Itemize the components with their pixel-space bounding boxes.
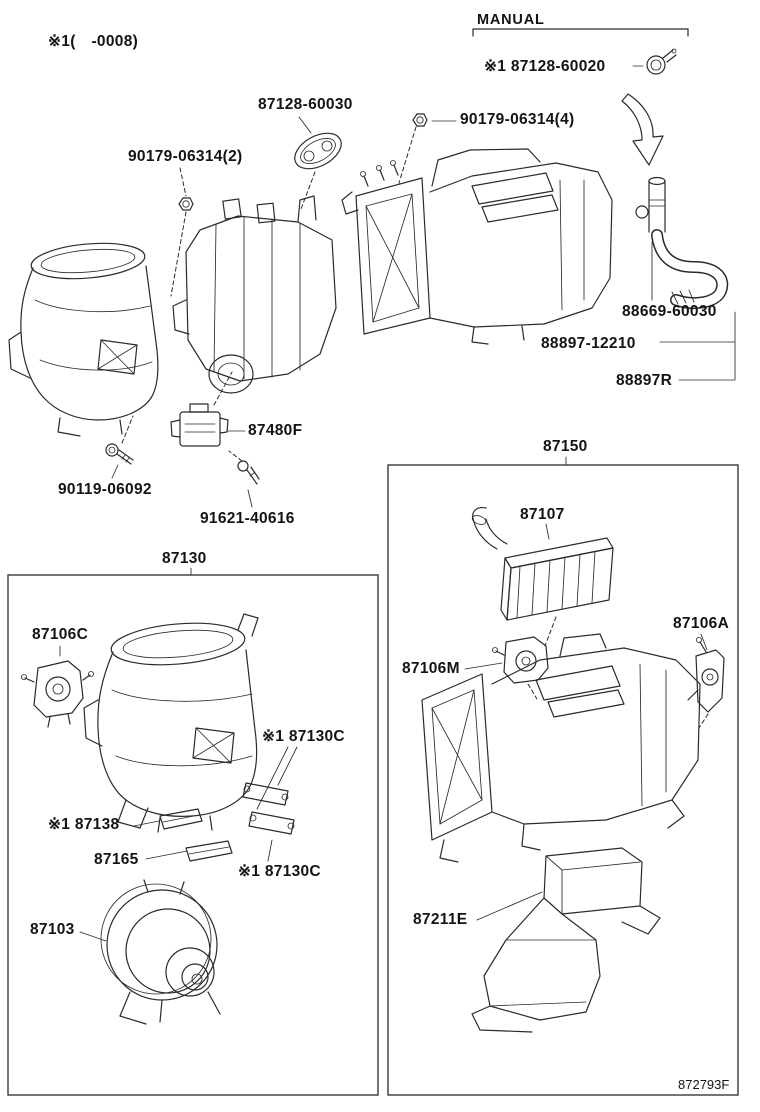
blower-case-lower-drawing — [83, 613, 259, 833]
part-label-servo-87106A: 87106A — [673, 615, 730, 632]
heater-subassembly-box — [387, 464, 739, 1096]
down-arrow-icon — [621, 93, 664, 166]
part-label-packing-87165: 87165 — [94, 851, 139, 868]
blower-motor-drawing — [100, 879, 221, 1025]
part-label-pipe-88669-60030: 88669-60030 — [622, 303, 717, 320]
servo-motor-c-drawing — [21, 660, 94, 728]
part-label-motor-87103: 87103 — [30, 921, 75, 938]
screw-drawing — [237, 460, 260, 485]
nut-qty2-drawing — [178, 197, 194, 211]
part-label-damper-87130C-upper: ※1 87130C — [262, 728, 345, 745]
dashed-lines — [121, 126, 709, 729]
part-label-servo-87106C: 87106C — [32, 626, 89, 643]
servo-motor-m-drawing — [492, 636, 549, 684]
bolt-drawing — [105, 443, 134, 465]
applicability-note: ※1( -0008) — [48, 33, 139, 50]
blower-subassembly-box — [7, 574, 379, 1096]
manual-section-label: MANUAL — [477, 12, 545, 28]
part-label-resistor-87480F: 87480F — [248, 422, 303, 439]
part-label-hose-assy-88897R: 88897R — [616, 372, 673, 389]
part-label-clip-87128-60020: ※1 87128-60020 — [484, 58, 606, 75]
water-hose-drawing — [635, 176, 729, 309]
assy-label-87150: 87150 — [543, 438, 588, 455]
air-duct-drawing — [471, 847, 661, 1033]
heater-unit-upper-drawing — [341, 148, 613, 345]
part-label-hose-88897-12210: 88897-12210 — [541, 335, 636, 352]
assy-label-87130: 87130 — [162, 550, 207, 567]
part-label-nut-90179-06314-2: 90179-06314(2) — [128, 148, 243, 165]
cooling-unit-case-drawing — [172, 195, 337, 394]
grommet-drawing — [294, 132, 342, 170]
part-label-core-87107: 87107 — [520, 506, 565, 523]
part-label-bolt-90119-06092: 90119-06092 — [58, 481, 152, 498]
blower-case-upper-drawing — [8, 242, 159, 437]
heater-unit-lower-drawing — [421, 633, 701, 863]
part-label-screw-91621-40616: 91621-40616 — [200, 510, 295, 527]
part-label-nut-90179-06314-4: 90179-06314(4) — [460, 111, 575, 128]
figure-code: 872793F — [678, 1077, 730, 1092]
manual-section-bracket — [472, 28, 689, 37]
part-label-servo-87106M: 87106M — [402, 660, 460, 677]
servo-motor-a-drawing — [687, 637, 725, 713]
damper-levers-drawing — [159, 782, 295, 862]
blower-resistor-drawing — [170, 403, 229, 447]
part-label-damper-87130C-lower: ※1 87130C — [238, 863, 321, 880]
heater-core-drawing — [471, 507, 614, 621]
part-label-lever-87138: ※1 87138 — [48, 816, 120, 833]
hose-clip-drawing — [646, 48, 677, 75]
part-label-grommet-87128-60030: 87128-60030 — [258, 96, 353, 113]
part-label-duct-87211E: 87211E — [413, 911, 468, 928]
nut-qty4-drawing — [412, 113, 428, 127]
leader-lines — [59, 65, 736, 942]
